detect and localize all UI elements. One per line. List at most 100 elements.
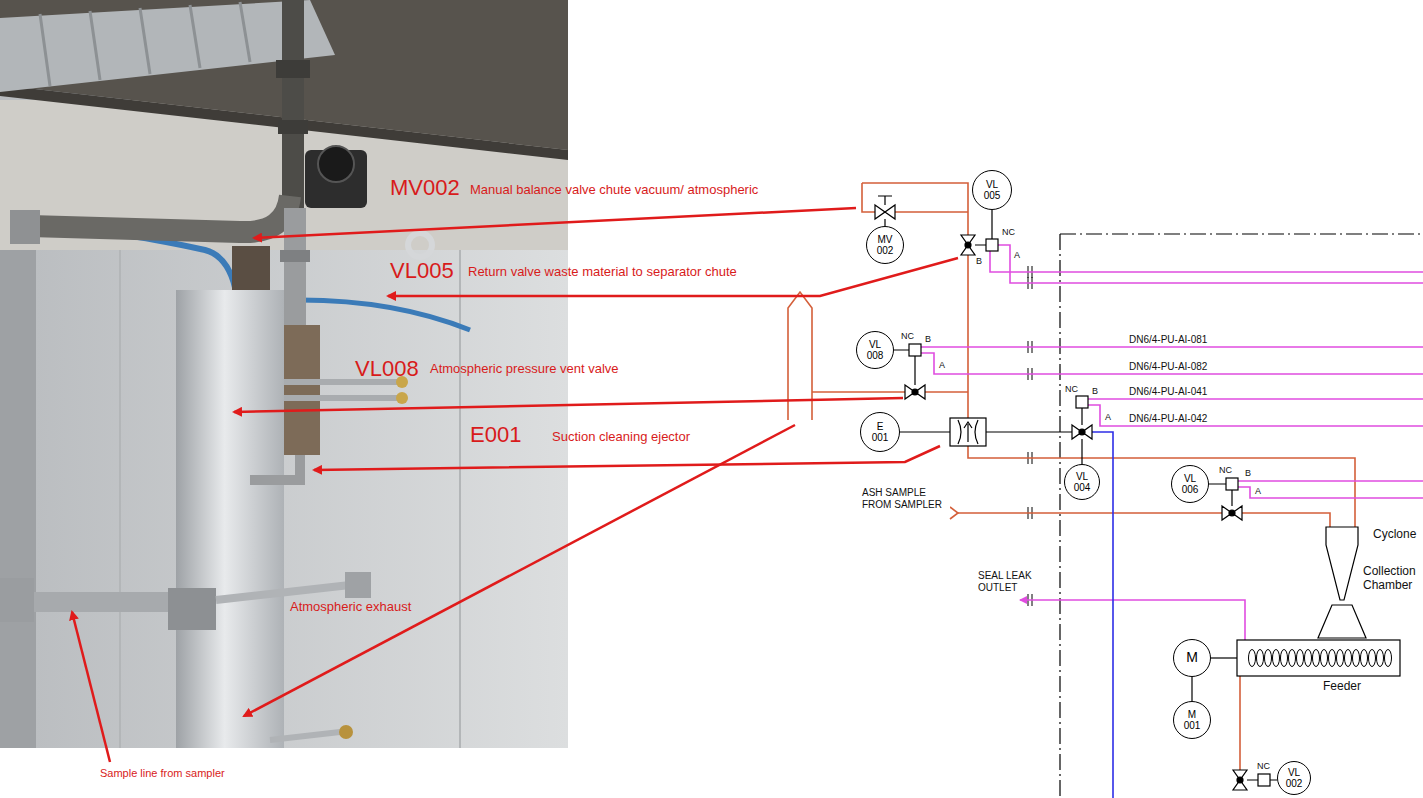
valve-symbol bbox=[950, 507, 958, 519]
tag-text: VL 005 bbox=[984, 179, 1001, 201]
tag-text: MV 002 bbox=[877, 234, 894, 256]
instrument-air-line bbox=[998, 245, 1423, 283]
valve-symbol bbox=[986, 239, 998, 251]
instrument-bubble: VL 002 bbox=[1277, 761, 1311, 795]
site-photo bbox=[276, 60, 310, 78]
valve-symbol bbox=[1079, 429, 1085, 435]
process-pipe bbox=[1239, 676, 1241, 770]
boundary-line bbox=[1060, 234, 1423, 798]
instrument-air-line bbox=[1238, 487, 1423, 498]
site-photo bbox=[0, 250, 36, 748]
site-photo bbox=[216, 585, 350, 600]
equipment-label: Collection Chamber bbox=[1362, 565, 1423, 593]
site-photo bbox=[300, 300, 470, 330]
instrument-bubble: VL 008 bbox=[856, 331, 894, 369]
tag-text: VL 002 bbox=[1286, 767, 1303, 789]
site-photo bbox=[40, 0, 300, 86]
site-photo bbox=[280, 250, 310, 262]
process-pipe bbox=[968, 446, 1355, 527]
site-photo bbox=[176, 290, 284, 748]
site-photo bbox=[30, 196, 290, 232]
motive-air-line bbox=[986, 431, 1072, 432]
instrument-air-line bbox=[1088, 398, 1423, 400]
valve-symbol bbox=[1237, 777, 1243, 783]
valve-symbol bbox=[909, 344, 921, 356]
leader-arrow bbox=[254, 208, 856, 238]
equipment-symbol bbox=[1248, 648, 1392, 669]
valve-symbol bbox=[965, 242, 971, 248]
fail-state-tag: NC bbox=[1064, 384, 1079, 394]
instrument-air-line bbox=[1088, 405, 1423, 426]
process-pipe bbox=[958, 513, 1330, 527]
instrument-bubble: VL 004 bbox=[1064, 464, 1100, 500]
ejector-symbol bbox=[964, 422, 972, 442]
callout-text: Manual balance valve chute vacuum/ atmos… bbox=[470, 183, 758, 198]
line-note: ASH SAMPLE FROM SAMPLER bbox=[862, 487, 950, 510]
port-label: A bbox=[938, 360, 946, 370]
equipment-symbol bbox=[1211, 527, 1400, 676]
valve-symbol bbox=[884, 219, 885, 226]
valve-symbol bbox=[1229, 510, 1235, 516]
instrument-air-line bbox=[921, 353, 1423, 374]
site-photo bbox=[270, 732, 340, 740]
valve-symbol bbox=[1222, 506, 1242, 520]
instrument-air-line bbox=[921, 346, 1423, 348]
site-photo bbox=[0, 578, 34, 622]
site-photo bbox=[396, 392, 408, 404]
callout-tag: VL008 bbox=[355, 356, 419, 381]
valve-symbol bbox=[961, 235, 975, 255]
equipment-symbol bbox=[1211, 657, 1237, 658]
valve-symbol bbox=[905, 385, 925, 399]
line-number: DN6/4-PU-AI-081 bbox=[1128, 334, 1208, 346]
callout-text: Atmospheric pressure vent valve bbox=[430, 362, 619, 377]
callout-tag: MV002 bbox=[390, 175, 460, 200]
instrument-bubble: MV 002 bbox=[866, 226, 904, 264]
site-photo bbox=[270, 382, 398, 398]
site-photo bbox=[10, 210, 40, 244]
equipment-symbol bbox=[1326, 527, 1358, 600]
tag-text: VL 006 bbox=[1182, 473, 1199, 495]
line-number: DN6/4-PU-AI-042 bbox=[1128, 413, 1208, 425]
site-photo bbox=[168, 588, 216, 630]
port-label: B bbox=[975, 256, 983, 266]
equipment-label: Feeder bbox=[1322, 680, 1362, 694]
process-pipe bbox=[788, 183, 1355, 770]
valve-symbol bbox=[1226, 478, 1238, 490]
leader-arrow bbox=[234, 398, 903, 412]
instrument-bubble: VL 005 bbox=[972, 170, 1012, 210]
instrument-air-line bbox=[921, 245, 1423, 640]
equipment-label: Cyclone bbox=[1372, 528, 1417, 542]
valve-symbol bbox=[1258, 774, 1270, 786]
instrument-bubble: VL 006 bbox=[1171, 465, 1209, 503]
ejector-symbol bbox=[958, 420, 978, 444]
leader-arrow bbox=[388, 258, 958, 296]
fail-state-tag: NC bbox=[1001, 227, 1016, 237]
signal-line bbox=[1191, 677, 1192, 701]
callout-text: Sample line from sampler bbox=[100, 767, 225, 780]
callout-tag: VL005 bbox=[390, 258, 454, 283]
site-photo bbox=[318, 146, 354, 182]
motive-air-line bbox=[900, 431, 950, 432]
port-label: B bbox=[1244, 468, 1252, 478]
instrument-bubble: E 001 bbox=[860, 412, 900, 452]
valve-symbol bbox=[875, 205, 895, 219]
fail-state-tag: NC bbox=[1256, 761, 1271, 771]
site-photo bbox=[282, 0, 304, 210]
equipment-symbol bbox=[1318, 605, 1366, 638]
tag-text: M 001 bbox=[1184, 709, 1201, 731]
port-label: A bbox=[1254, 486, 1262, 496]
site-photo bbox=[345, 572, 371, 598]
valve-symbol bbox=[1081, 408, 1082, 464]
valve-symbol bbox=[1072, 425, 1092, 439]
instrument-air-line bbox=[1238, 480, 1423, 482]
site-photo bbox=[339, 725, 353, 739]
tag-text: VL 008 bbox=[867, 339, 884, 361]
tag-text: E 001 bbox=[872, 421, 889, 443]
callout-text: Return valve waste material to separator… bbox=[468, 265, 737, 280]
leader-arrow bbox=[314, 446, 940, 470]
fail-state-tag: NC bbox=[900, 331, 915, 341]
boundary-line bbox=[1028, 234, 1423, 798]
